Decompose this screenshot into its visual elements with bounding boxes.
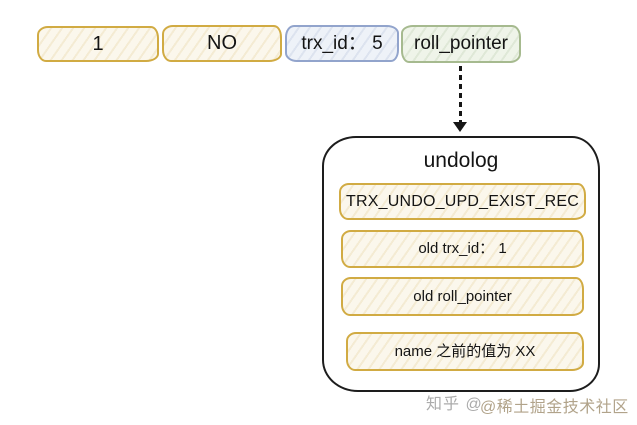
undolog-entry-record-type: TRX_UNDO_UPD_EXIST_REC [339, 183, 586, 220]
undolog-entry-old-trx-id: old trx_id： 1 [341, 230, 584, 268]
roll-pointer-arrow-line [459, 66, 462, 124]
watermark-zhihu: 知乎 @ [426, 396, 483, 413]
undolog-title: undolog [423, 149, 499, 172]
record-cell-primary-key: 1 [37, 26, 159, 62]
record-cell-deleted-flag: NO [162, 25, 282, 62]
record-cell-trx-id: trx_id： 5 [285, 25, 399, 62]
undolog-entry-old-roll-pointer: old roll_pointer [341, 277, 584, 316]
undolog-container: undolog TRX_UNDO_UPD_EXIST_REC old trx_i… [322, 136, 600, 392]
watermark-juejin: @稀土掘金技术社区 [480, 399, 629, 416]
arrow-down-icon [453, 122, 467, 132]
undolog-entry-old-name-value: name 之前的值为 XX [346, 332, 584, 371]
record-cell-roll-pointer: roll_pointer [401, 25, 521, 63]
